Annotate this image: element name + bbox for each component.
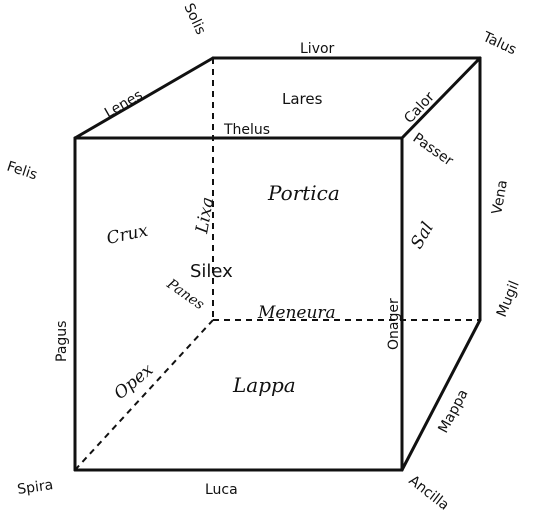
face-sal-label: Sal bbox=[407, 219, 438, 253]
vertex-mugil-label: Mugil bbox=[494, 279, 523, 320]
edge-livor-label: Livor bbox=[300, 41, 335, 57]
edge-vena-label: Vena bbox=[489, 179, 511, 216]
edge-meneura-label: Meneura bbox=[257, 303, 336, 323]
edge-thelus-label: Thelus bbox=[223, 122, 270, 138]
edge-opex-label: Opex bbox=[110, 360, 157, 404]
edge-onager-label: Onager bbox=[386, 298, 402, 350]
edge-hidden-diagonal bbox=[74, 319, 214, 471]
edge-passer-label: Passer bbox=[410, 130, 457, 169]
edge-top-right bbox=[400, 56, 482, 140]
face-lares-label: Lares bbox=[282, 90, 323, 108]
face-silex-label: Silex bbox=[190, 261, 233, 282]
face-portica-label: Portica bbox=[267, 181, 340, 205]
vertex-solis-label: Solis bbox=[180, 1, 208, 37]
vertex-felis-label: Felis bbox=[5, 159, 39, 184]
vertex-ancilla-label: Ancilla bbox=[406, 473, 452, 514]
vertex-spira-label: Spira bbox=[16, 477, 54, 498]
edge-bottom-right bbox=[400, 318, 482, 472]
edge-pagus-label: Pagus bbox=[54, 321, 70, 362]
edge-top-left bbox=[73, 56, 215, 140]
vertex-talus-label: Talus bbox=[479, 29, 518, 59]
edge-lenes-label: Lenes bbox=[102, 87, 145, 121]
face-lappa-label: Lappa bbox=[232, 373, 296, 397]
face-crux-label: Crux bbox=[105, 221, 150, 249]
edge-lixa-label: Lixa bbox=[192, 195, 218, 235]
edge-luca-label: Luca bbox=[205, 482, 238, 498]
